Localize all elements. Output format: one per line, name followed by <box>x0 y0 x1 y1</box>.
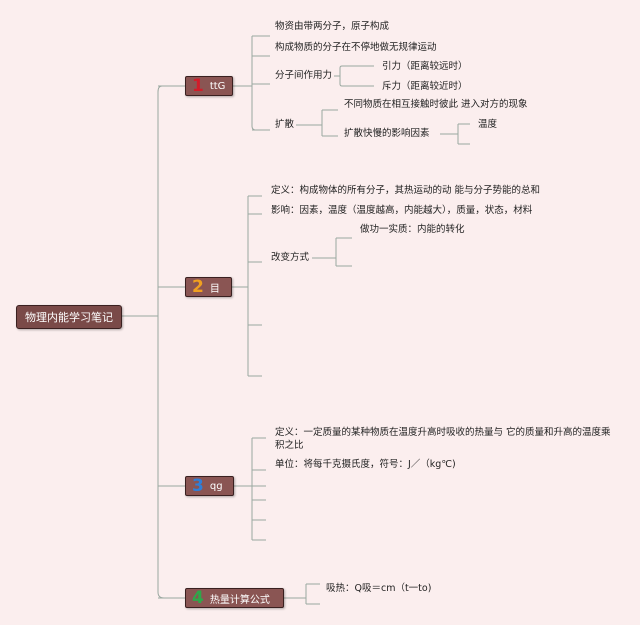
b2-item3: 改变方式 <box>271 252 310 263</box>
root-node[interactable]: 物理内能学习笔记 <box>16 305 122 329</box>
topic-3[interactable]: 3 qg <box>185 476 234 496</box>
root-label: 物理内能学习笔记 <box>25 311 113 324</box>
topic-3-number: 3 <box>192 476 204 496</box>
topic-2-number: 2 <box>192 277 204 297</box>
b1-item4-sub2-child: 温度 <box>478 119 498 130</box>
b1-item3-sub2: 斥力（距离较近时） <box>382 81 468 92</box>
b1-item4: 扩散 <box>275 119 295 130</box>
topic-4[interactable]: 4 热量计算公式 <box>185 588 284 608</box>
topic-2-label: 目 <box>209 283 220 295</box>
topic-2[interactable]: 2 目 <box>185 277 232 297</box>
b1-item3: 分子间作用力 <box>275 70 333 81</box>
b3-item2: 单位：将每千克摄氏度，符号：J／（kg℃) <box>275 459 456 470</box>
topic-1-number: 1 <box>192 76 204 96</box>
topic-4-label: 热量计算公式 <box>209 594 270 606</box>
b2-item1: 定义：构成物体的所有分子，其热运动的动 能与分子势能的总和 <box>271 185 541 196</box>
b4-item1: 吸热：Q吸＝cm（t一to) <box>326 583 432 594</box>
topic-1-label: ttG <box>209 80 226 92</box>
topic-1[interactable]: 1 ttG <box>185 76 233 96</box>
b3-item1-line1: 定义：一定质量的某种物质在温度升高时吸收的热量与 它的质量和升高的温度乘 <box>275 427 611 438</box>
b1-item2: 构成物质的分子在不停地做无规律运动 <box>275 42 437 53</box>
topic-3-label: qg <box>209 480 223 492</box>
b1-item4-sub2: 扩散快慢的影响因素 <box>344 128 430 139</box>
b1-item4-sub1: 不同物质在相互接触时彼此 进入对方的现象 <box>344 99 528 110</box>
b2-item2: 影响：因素，温度（温度越高，内能越大），质量，状态，材料 <box>271 205 533 216</box>
topic-4-number: 4 <box>192 588 204 608</box>
b2-item3-sub1: 做功一实质：内能的转化 <box>360 224 465 235</box>
b1-item3-sub1: 引力（距离较远时） <box>382 61 468 72</box>
b1-item1: 物资由带两分子，原子构成 <box>275 21 390 32</box>
b3-item1-line2: 积之比 <box>275 440 304 451</box>
